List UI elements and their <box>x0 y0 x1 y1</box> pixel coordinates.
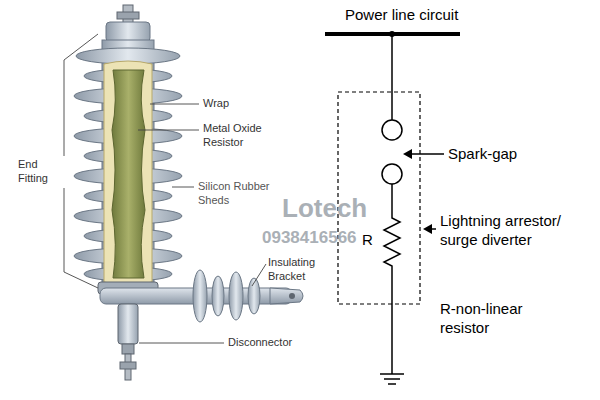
component-label: Spark-gap <box>448 145 517 164</box>
circuit-title: Power line circuit <box>345 6 458 25</box>
resistor-symbol-label: R <box>362 231 373 250</box>
part-label: Disconnector <box>228 336 292 350</box>
watermark: 0938416566 <box>262 227 357 248</box>
part-label: Wrap <box>203 97 229 111</box>
component-label: R-non-linear resistor <box>440 300 550 338</box>
part-label: Insulating Bracket <box>268 256 326 284</box>
part-label: Silicon Rubber Sheds <box>198 180 280 208</box>
part-label: Metal Oxide Resistor <box>203 122 273 150</box>
part-label: End Fitting <box>18 158 60 186</box>
watermark: Lotech <box>282 192 367 225</box>
component-label: Lightning arrestor/ surge diverter <box>440 212 580 250</box>
